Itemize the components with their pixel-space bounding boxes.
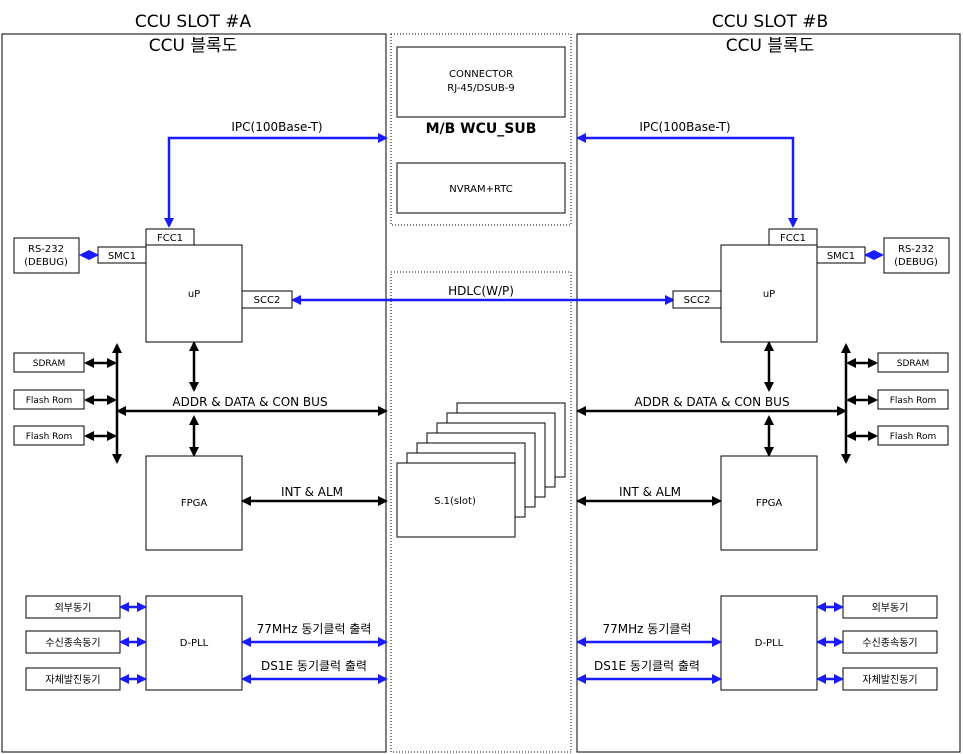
ipc-a-arrow (164, 133, 388, 228)
scc2-a-box (241, 290, 293, 309)
fpga-b-label: FPGA (756, 498, 783, 509)
ccu-b: IPC(100Base-T) uP FCC1 SMC1 SCC2 RS-232 … (576, 120, 950, 691)
mb-frame (390, 33, 572, 226)
slot-stack (396, 402, 566, 538)
ccu-a: IPC(100Base-T) uP FCC1 SMC1 SCC2 RS-232 … (13, 120, 388, 691)
up-b-box (720, 244, 818, 343)
up-a-label: uP (188, 289, 200, 300)
dpll-a-label: D-PLL (180, 638, 209, 649)
sdram-a-label: SDRAM (33, 359, 65, 369)
rs232-b-debug-label: (DEBUG) (894, 257, 938, 268)
slot-b-title: CCU SLOT #B (712, 12, 828, 32)
up-a-box (145, 244, 243, 343)
flash1-b-label: Flash Rom (890, 396, 937, 406)
flash2-a-label: Flash Rom (26, 432, 73, 442)
self-sync-b-label: 자체발진동기 (862, 674, 917, 686)
clk77-a-label: 77MHz 동기클럭 출력 (257, 622, 372, 636)
smc1-b-label: SMC1 (827, 251, 855, 262)
ds1e-b-label: DS1E 동기클럭 출력 (594, 659, 700, 673)
fpga-b-box (720, 455, 818, 551)
flash1-a-label: Flash Rom (26, 396, 73, 406)
self-sync-a-label: 자체발진동기 (45, 674, 100, 686)
ipc-b-label: IPC(100Base-T) (639, 120, 730, 134)
fcc1-a-label: FCC1 (157, 233, 183, 244)
ext-sync-b-label: 외부동기 (872, 602, 909, 614)
scc2-b-label: SCC2 (684, 295, 711, 306)
rx-sync-b-label: 수신종속동기 (862, 637, 917, 649)
bus-a-label: ADDR & DATA & CON BUS (172, 395, 327, 409)
dpll-b-box (720, 595, 818, 691)
block-a-title: CCU 블록도 (149, 36, 238, 56)
fcc1-b-label: FCC1 (780, 233, 806, 244)
fpga-a-label: FPGA (181, 498, 208, 509)
ext-sync-a-label: 외부동기 (55, 602, 92, 614)
rx-sync-a-label: 수신종속동기 (45, 637, 100, 649)
rs232-a-box (13, 237, 80, 274)
flash1-b-box (877, 389, 949, 410)
flash2-b-box (877, 425, 949, 446)
fpga-a-box (145, 455, 243, 551)
fcc1-a-box (145, 228, 195, 246)
rs232-b-box (883, 237, 950, 274)
slot-frame (390, 271, 572, 753)
rs232-b-label: RS-232 (898, 244, 934, 255)
bus-b-label: ADDR & DATA & CON BUS (634, 395, 789, 409)
nvram-box (396, 162, 566, 214)
ccu-b-frame (576, 33, 961, 753)
connector-box (396, 46, 566, 118)
int-b-label: INT & ALM (619, 485, 681, 499)
rs232-a-debug-label: (DEBUG) (24, 257, 68, 268)
nvram-label: NVRAM+RTC (449, 184, 512, 195)
slot-label: S.1(slot) (434, 496, 476, 507)
connector-label: CONNECTOR (449, 69, 513, 80)
scc2-a-label: SCC2 (254, 295, 281, 306)
ipc-a-label: IPC(100Base-T) (231, 120, 322, 134)
fcc1-b-box (768, 228, 818, 246)
ipc-b-arrow (576, 133, 798, 228)
connector-type-label: RJ-45/DSUB-9 (447, 83, 514, 94)
hdlc-label: HDLC(W/P) (448, 284, 514, 298)
smc1-a-label: SMC1 (108, 251, 136, 262)
ccu-a-frame (1, 33, 387, 753)
sdram-b-box (877, 352, 949, 373)
scc2-b-box (672, 290, 722, 309)
ds1e-a-label: DS1E 동기클럭 출력 (261, 659, 367, 673)
int-a-label: INT & ALM (281, 485, 343, 499)
block-b-title: CCU 블록도 (726, 36, 815, 56)
clk77-b-label: 77MHz 동기클럭 (603, 622, 692, 636)
rs232-a-label: RS-232 (28, 244, 64, 255)
sdram-b-label: SDRAM (897, 359, 929, 369)
flash2-b-label: Flash Rom (890, 432, 937, 442)
slot-a-title: CCU SLOT #A (135, 12, 252, 32)
mb-label: M/B WCU_SUB (426, 121, 537, 137)
dpll-b-label: D-PLL (755, 638, 784, 649)
up-b-label: uP (763, 289, 775, 300)
